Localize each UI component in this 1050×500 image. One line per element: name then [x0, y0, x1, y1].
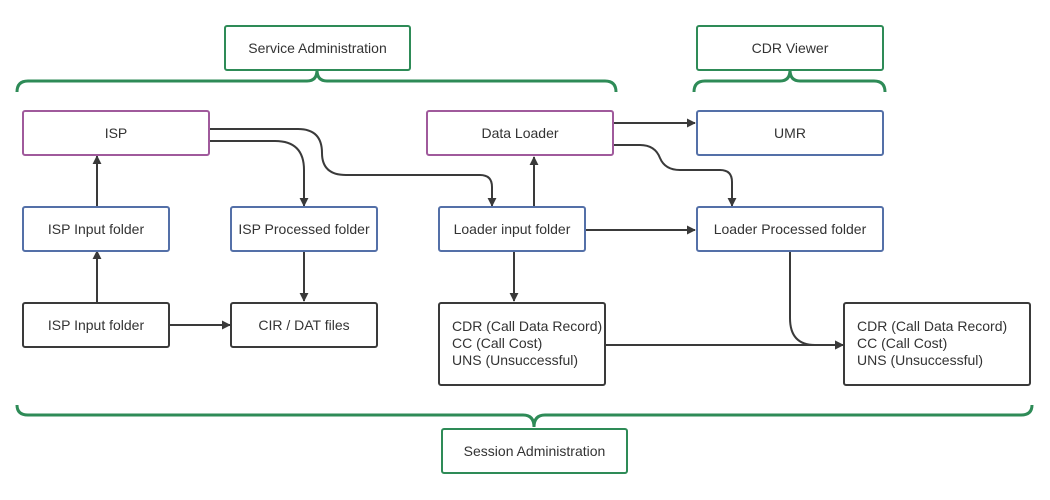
cdr-viewer-bracket [692, 69, 887, 93]
session-administration-bracket [15, 404, 1034, 428]
connector-data-loader-to-loader-processed [614, 144, 737, 207]
cdr-files-left-node: CDR (Call Data Record) CC (Call Cost) UN… [438, 302, 606, 386]
isp-input-folder-bottom-node: ISP Input folder [22, 302, 170, 348]
cdr-left-line-2: CC (Call Cost) [452, 335, 543, 351]
cdr-right-line-1: CDR (Call Data Record) [857, 318, 1008, 334]
data-loader-node: Data Loader [426, 110, 614, 156]
connector-isp-to-loader-input [210, 128, 497, 207]
isp-node: ISP [22, 110, 210, 156]
loader-processed-folder-node: Loader Processed folder [696, 206, 884, 252]
isp-input-folder-top-node: ISP Input folder [22, 206, 170, 252]
cdr-right-line-3: UNS (Unsuccessful) [857, 352, 984, 368]
session-administration-group-label: Session Administration [441, 428, 628, 474]
cdr-right-line-2: CC (Call Cost) [857, 335, 948, 351]
service-administration-bracket [15, 69, 618, 93]
connector-isp-to-isp-processed [210, 140, 309, 207]
connector-loader-processed-to-cdr-right [789, 252, 844, 350]
service-administration-group-label: Service Administration [224, 25, 411, 71]
loader-input-folder-node: Loader input folder [438, 206, 586, 252]
cdr-left-line-1: CDR (Call Data Record) [452, 318, 603, 334]
isp-processed-folder-node: ISP Processed folder [230, 206, 378, 252]
umr-node: UMR [696, 110, 884, 156]
cdr-files-right-node: CDR (Call Data Record) CC (Call Cost) UN… [843, 302, 1031, 386]
cir-dat-files-node: CIR / DAT files [230, 302, 378, 348]
cdr-viewer-group-label: CDR Viewer [696, 25, 884, 71]
cdr-left-line-3: UNS (Unsuccessful) [452, 352, 579, 368]
